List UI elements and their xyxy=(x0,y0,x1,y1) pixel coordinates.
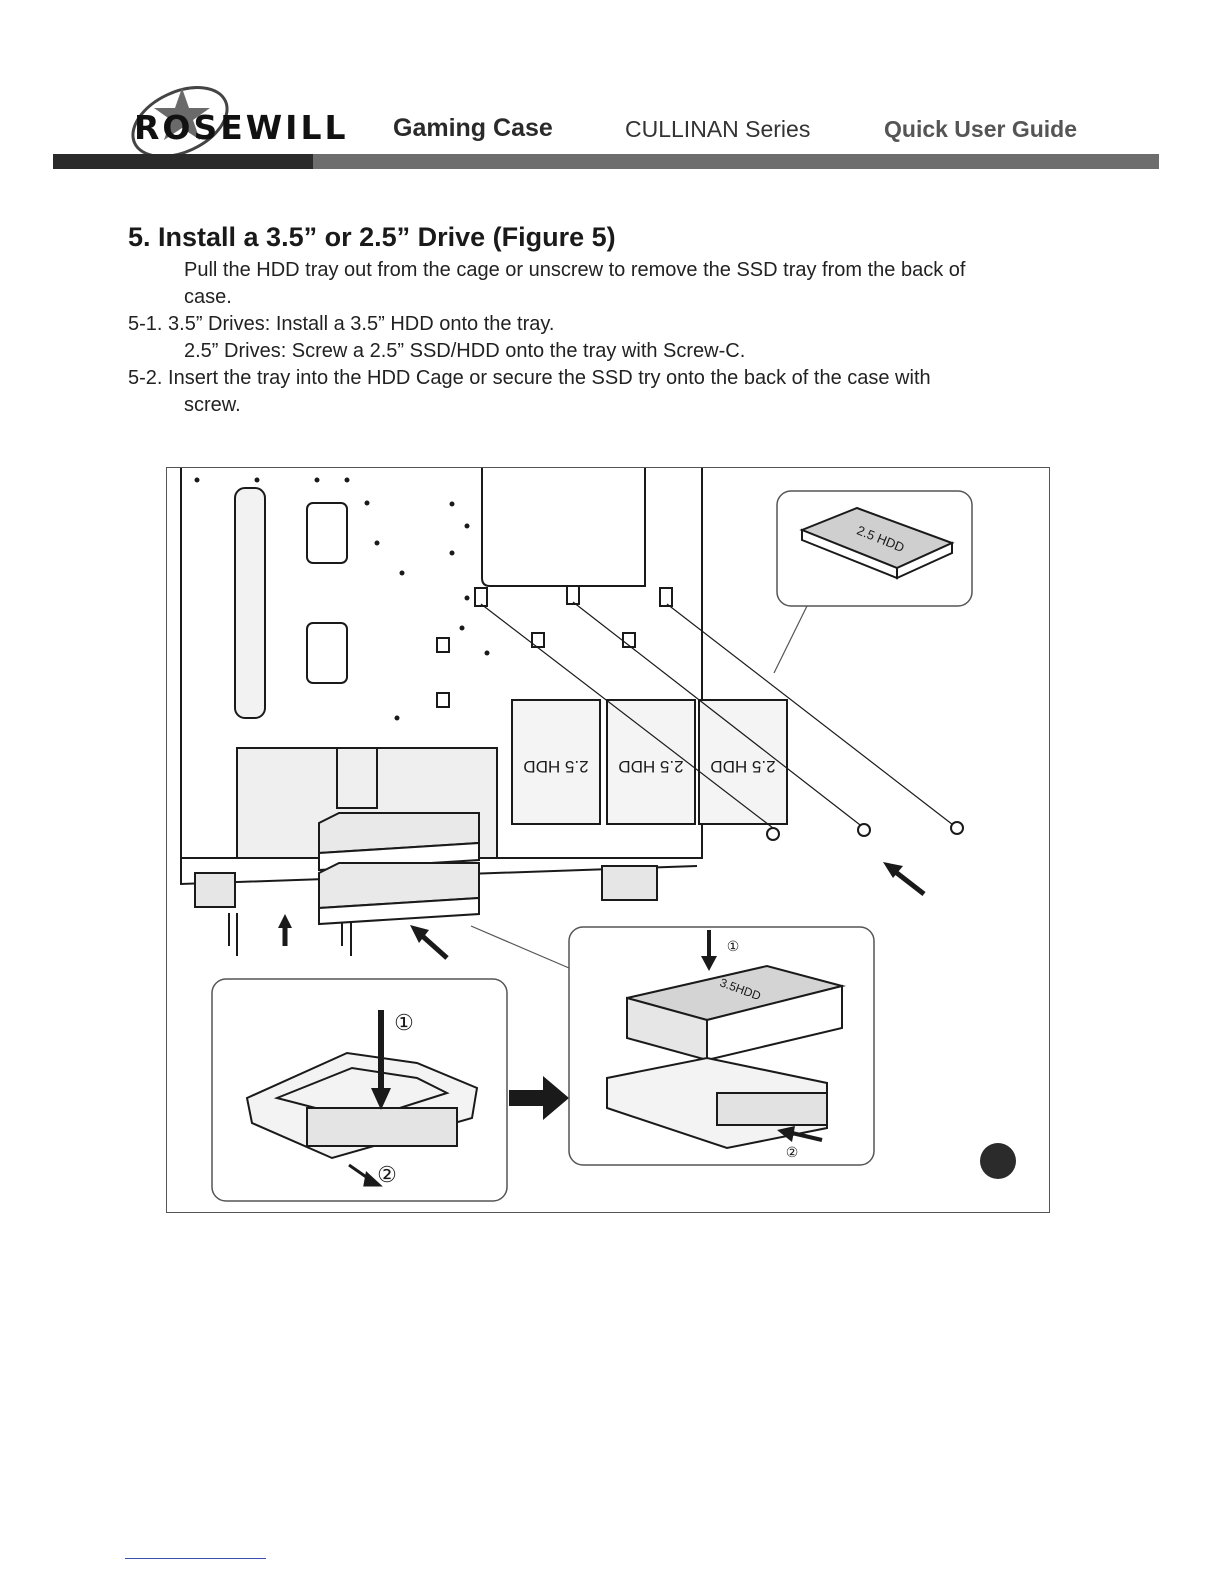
step-5-1-line-2: 2.5” Drives: Screw a 2.5” SSD/HDD onto t… xyxy=(184,340,746,362)
page-header: ROSEWILL Gaming Case CULLINAN Series Qui… xyxy=(0,0,1224,180)
drive-install-diagram: 2.5 HDD 2.5 HDD 2.5 HDD 2.5 HDD xyxy=(180,468,1016,1202)
figure-badge xyxy=(980,1143,1016,1179)
product-series: CULLINAN Series xyxy=(625,116,811,142)
section-title: 5. Install a 3.5” or 2.5” Drive (Figure … xyxy=(128,222,616,252)
step-5-1-line-1: 5-1. 3.5” Drives: Install a 3.5” HDD ont… xyxy=(128,313,555,335)
inset-left-step-2: ② xyxy=(377,1163,397,1188)
guide-title: Quick User Guide xyxy=(884,116,1078,142)
rosewill-logo-icon xyxy=(131,86,229,158)
intro-line-2: case. xyxy=(184,286,232,308)
inset-right-step-2: ② xyxy=(786,1145,799,1161)
hdd25-label-2: 2.5 HDD xyxy=(618,757,683,776)
footer-rule xyxy=(125,1558,266,1559)
header-bar-dark xyxy=(53,154,313,169)
inset-right-step-1: ① xyxy=(727,939,740,955)
intro-line-1: Pull the HDD tray out from the cage or u… xyxy=(184,259,966,281)
step-5-2-line-1: 5-2. Insert the tray into the HDD Cage o… xyxy=(128,367,931,389)
logo-wordmark: ROSEWILL xyxy=(134,108,349,147)
hdd25-label-3: 2.5 HDD xyxy=(710,757,775,776)
logo-subtitle: Gaming Case xyxy=(393,114,553,142)
hdd25-label-1: 2.5 HDD xyxy=(523,757,588,776)
step-5-2-line-2: screw. xyxy=(184,394,241,416)
figure-5-illustration: 2.5 HDD 2.5 HDD 2.5 HDD 2.5 HDD xyxy=(166,467,1050,1213)
header-bar-grey xyxy=(313,154,1159,169)
inset-left-step-1: ① xyxy=(394,1011,414,1036)
